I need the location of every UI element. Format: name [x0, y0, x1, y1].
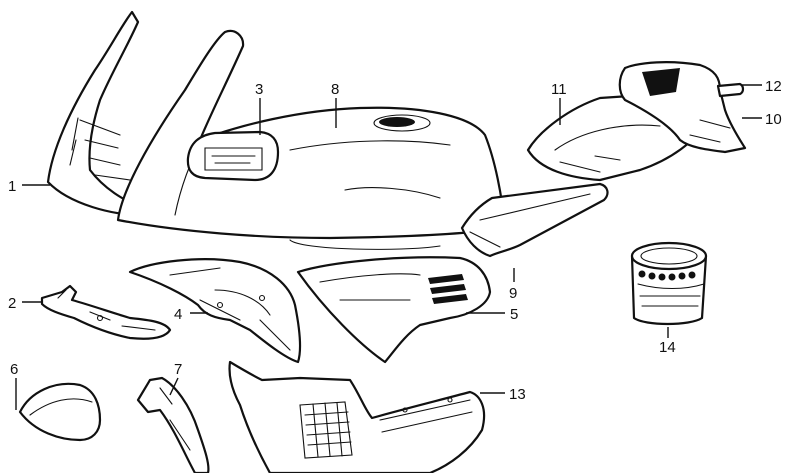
callout-11: 11 — [551, 81, 567, 98]
callout-8: 8 — [331, 81, 339, 98]
part-fairing-frame[interactable] — [46, 10, 140, 217]
part-instrument-cover[interactable] — [186, 130, 280, 182]
part-main-fairing[interactable] — [116, 29, 507, 250]
callout-7: 7 — [174, 361, 182, 378]
callout-3: 3 — [255, 81, 263, 98]
callout-2: 2 — [8, 295, 16, 312]
part-inner-fairing[interactable] — [128, 258, 302, 364]
part-rear-hugger[interactable] — [136, 376, 210, 473]
part-front-mudguard[interactable] — [18, 382, 102, 442]
part-side-panel[interactable] — [460, 182, 609, 258]
callout-4: 4 — [174, 306, 182, 323]
part-tail-section[interactable] — [618, 61, 747, 154]
callout-12: 12 — [765, 78, 782, 95]
mesh-grille — [299, 401, 353, 459]
part-belly-pan[interactable] — [228, 360, 486, 473]
callout-1: 1 — [8, 178, 16, 195]
callout-10: 10 — [765, 111, 782, 128]
part-paint-tin[interactable] — [630, 241, 708, 326]
callout-9: 9 — [509, 285, 517, 302]
vent-slats — [428, 274, 468, 304]
callout-14: 14 — [659, 339, 676, 356]
part-mounting-bracket[interactable] — [40, 284, 172, 340]
callout-6: 6 — [10, 361, 18, 378]
callout-13: 13 — [509, 386, 526, 403]
leader-lines — [15, 84, 762, 410]
tin-label-band — [637, 270, 705, 307]
part-lower-side-fairing[interactable] — [296, 256, 492, 364]
callout-5: 5 — [510, 306, 518, 323]
